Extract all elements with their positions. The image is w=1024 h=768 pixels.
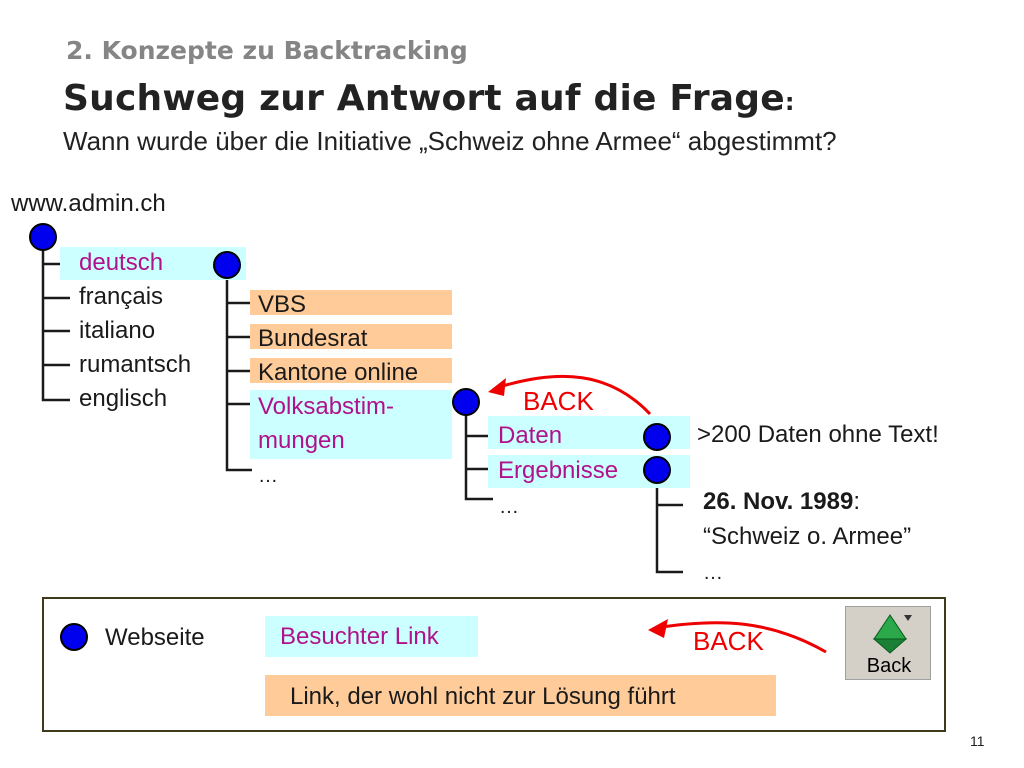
ergebnisse-trunk <box>655 482 683 574</box>
dead-box-bundesrat <box>250 324 452 349</box>
back-label-tree: BACK <box>523 386 594 416</box>
link-kantone-online: Kantone online <box>258 359 419 386</box>
lang-francais: français <box>79 283 164 310</box>
legend-visited-link: Besuchter Link <box>280 623 439 650</box>
lang-englisch: englisch <box>79 385 168 412</box>
page-title-colon: : <box>784 88 795 116</box>
node-volksabstimmungen <box>452 388 480 416</box>
back-arrow-tree-head <box>488 378 506 396</box>
link-daten: Daten <box>498 422 563 449</box>
link-ergebnisse: Ergebnisse <box>498 457 619 484</box>
page-title: Suchweg zur Antwort auf die Frage: <box>63 78 795 119</box>
link-vbs: VBS <box>258 291 307 318</box>
link-bundesrat: Bundesrat <box>258 325 368 352</box>
section-subtitle: 2. Konzepte zu Backtracking <box>66 36 468 65</box>
back-button-label: Back <box>866 655 912 677</box>
back-arrow-legend-head <box>648 619 668 638</box>
dead-box-kantone <box>250 358 452 383</box>
volks-trunk <box>464 414 493 501</box>
link-more-deutsch: … <box>258 465 278 487</box>
node-daten <box>643 423 671 451</box>
result-more: … <box>703 562 723 584</box>
node-ergebnisse <box>643 456 671 484</box>
legend-webseite: Webseite <box>105 624 205 651</box>
legend-back-label: BACK <box>693 626 764 656</box>
legend-box <box>42 597 946 732</box>
lang-italiano: italiano <box>79 317 156 344</box>
node-root <box>29 223 57 251</box>
root-trunk <box>41 250 70 402</box>
lang-deutsch: deutsch <box>79 249 164 276</box>
dead-box-vbs <box>250 290 452 315</box>
node-deutsch <box>213 251 241 279</box>
question-text: Wann wurde über die Initiative „Schweiz … <box>63 126 837 156</box>
link-more-volks: … <box>499 496 519 518</box>
root-url: www.admin.ch <box>11 190 166 217</box>
visited-box-volksabstimmungen <box>250 390 452 459</box>
legend-dead-end-link: Link, der wohl nicht zur Lösung führt <box>290 683 676 710</box>
legend-visited-box <box>265 616 478 657</box>
legend-node-icon <box>60 623 88 651</box>
daten-note: >200 Daten ohne Text! <box>697 421 939 448</box>
legend-dead-end-box <box>265 675 776 716</box>
lang-rumantsch: rumantsch <box>79 351 192 378</box>
deutsch-trunk <box>225 277 252 472</box>
back-arrow-tree <box>495 374 652 416</box>
page-number: 11 <box>970 733 985 749</box>
result-date-colon: : <box>853 488 860 515</box>
result-date-text: 26. Nov. 1989 <box>703 488 854 515</box>
back-arrow-icon <box>872 614 912 654</box>
back-arrow-legend <box>654 621 827 654</box>
page-title-text: Suchweg zur Antwort auf die Frage <box>63 78 785 119</box>
result-date: 26. Nov. 1989: <box>703 488 860 516</box>
link-volksabstimmungen-line2: mungen <box>258 427 345 454</box>
link-volksabstimmungen-line1: Volksabstim- <box>258 393 395 420</box>
browser-back-button[interactable]: Back <box>845 606 931 680</box>
result-initiative: “Schweiz o. Armee” <box>703 523 912 550</box>
